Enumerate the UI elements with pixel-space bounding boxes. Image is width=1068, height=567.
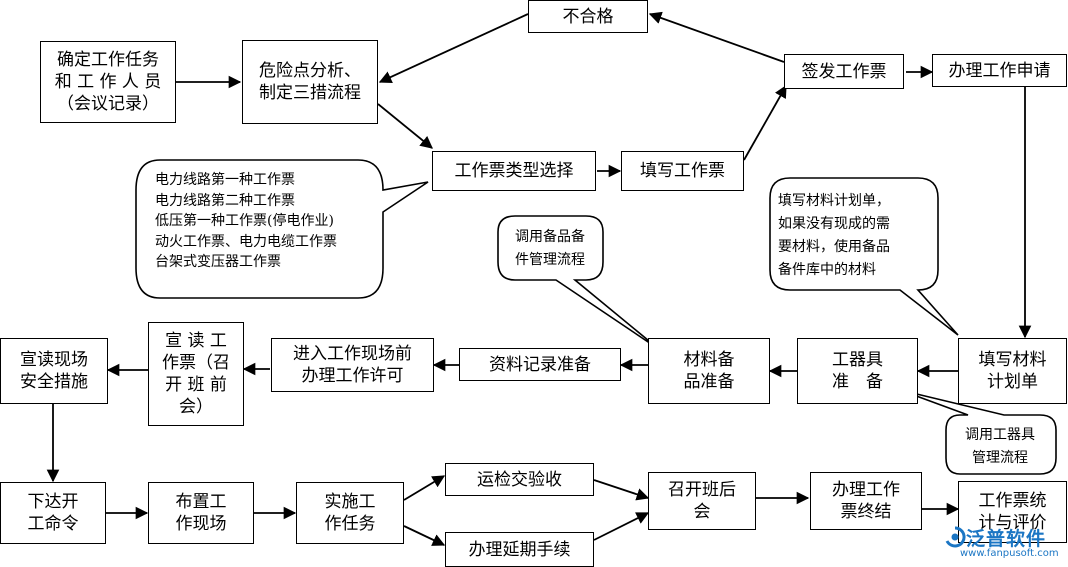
node-arrange-site-label: 布置工 作现场 <box>175 492 227 534</box>
node-acceptance-label: 运检交验收 <box>477 469 562 490</box>
callout-spare-parts: 调用备品备 件管理流程 <box>515 229 585 268</box>
node-site-permit: 进入工作现场前 办理工作许可 <box>271 338 434 392</box>
callout-bubble-spare-parts <box>497 215 661 351</box>
arrow-implement-to-acceptance <box>403 475 446 501</box>
node-tools-prep-label: 工器具 准 备 <box>832 350 883 392</box>
node-record-prep-label: 资料记录准备 <box>489 354 591 375</box>
node-tools-prep: 工器具 准 备 <box>797 338 918 404</box>
node-fill-ticket: 填写工作票 <box>621 151 744 191</box>
node-post-meeting-label: 召开班后 会 <box>668 480 736 522</box>
node-fill-material-plan: 填写材料 计划单 <box>958 338 1067 404</box>
callout-ticket-types: 电力线路第一种工作票 电力线路第二种工作票 低压第一种工作票(停电作业) 动火工… <box>155 172 337 270</box>
callout-bubble-tools-flow <box>899 389 1057 475</box>
arrow-implement-to-extension <box>403 525 446 546</box>
node-read-ticket-label: 宣 读 工 作票（召 开 班 前 会） <box>162 331 230 417</box>
logo-mark-icon <box>945 526 966 548</box>
node-material-prep: 材料备 品准备 <box>648 338 770 404</box>
arrow-fill-to-issue <box>743 84 787 161</box>
node-confirm-task: 确定工作任务 和 工 作 人 员 （会议记录） <box>40 41 176 123</box>
arrow-risk-to-type <box>377 103 433 149</box>
node-issue-ticket-label: 签发工作票 <box>801 61 887 82</box>
callout-bubble-ticket-types <box>135 159 429 299</box>
node-read-ticket: 宣 读 工 作票（召 开 班 前 会） <box>148 322 244 426</box>
arrow-acceptance-to-meeting <box>593 479 650 501</box>
callout-tools-flow: 调用工器具 管理流程 <box>965 427 1035 466</box>
node-implement-task: 实施工 作任务 <box>296 482 404 544</box>
node-record-prep: 资料记录准备 <box>459 348 621 381</box>
node-post-meeting: 召开班后 会 <box>648 472 756 530</box>
node-issue-ticket: 签发工作票 <box>784 54 904 89</box>
node-ticket-end-label: 办理工作 票终结 <box>832 480 900 522</box>
watermark-name: 泛普软件 <box>966 528 1047 550</box>
node-confirm-task-label: 确定工作任务 和 工 作 人 员 （会议记录） <box>54 50 162 114</box>
node-fill-ticket-label: 填写工作票 <box>640 161 725 181</box>
arrow-unqualified-to-risk <box>378 13 529 83</box>
node-start-order: 下达开 工命令 <box>0 482 106 544</box>
node-unqualified-label: 不合格 <box>562 6 614 27</box>
callout-bubble-material-plan <box>769 177 959 336</box>
node-ticket-stats: 工作票统 计与评价 <box>958 481 1067 543</box>
node-extension: 办理延期手续 <box>445 532 594 567</box>
node-site-permit-label: 进入工作现场前 办理工作许可 <box>293 344 412 386</box>
node-arrange-site: 布置工 作现场 <box>148 482 254 544</box>
node-apply-work-label: 办理工作申请 <box>948 60 1051 81</box>
node-read-safety-label: 宣读现场 安全措施 <box>20 350 88 392</box>
callout-material-plan: 填写材料计划单， 如果没有现成的需 要材料，使用备品 备件库中的材料 <box>778 193 890 278</box>
watermark-url: www.fanpusoft.com <box>960 548 1059 559</box>
node-acceptance: 运检交验收 <box>445 463 594 496</box>
node-unqualified: 不合格 <box>528 0 648 33</box>
node-material-prep-label: 材料备 品准备 <box>683 350 735 392</box>
node-ticket-stats-label: 工作票统 计与评价 <box>978 491 1047 533</box>
node-implement-task-label: 实施工 作任务 <box>324 492 376 534</box>
node-ticket-type-label: 工作票类型选择 <box>454 161 574 181</box>
node-risk-analysis: 危险点分析、 制定三措流程 <box>242 40 378 124</box>
node-risk-analysis-label: 危险点分析、 制定三措流程 <box>259 61 361 103</box>
node-fill-material-plan-label: 填写材料 计划单 <box>978 350 1047 392</box>
node-ticket-end: 办理工作 票终结 <box>810 472 922 530</box>
node-ticket-type: 工作票类型选择 <box>432 151 596 191</box>
node-start-order-label: 下达开 工命令 <box>27 492 79 534</box>
arrow-issue-to-unqualified <box>648 11 785 63</box>
node-extension-label: 办理延期手续 <box>468 539 571 560</box>
node-read-safety: 宣读现场 安全措施 <box>0 338 108 404</box>
node-apply-work: 办理工作申请 <box>932 54 1067 87</box>
arrow-extension-to-meeting <box>593 512 650 541</box>
watermark-logo: 泛普软件 www.fanpusoft.com <box>944 522 1068 567</box>
